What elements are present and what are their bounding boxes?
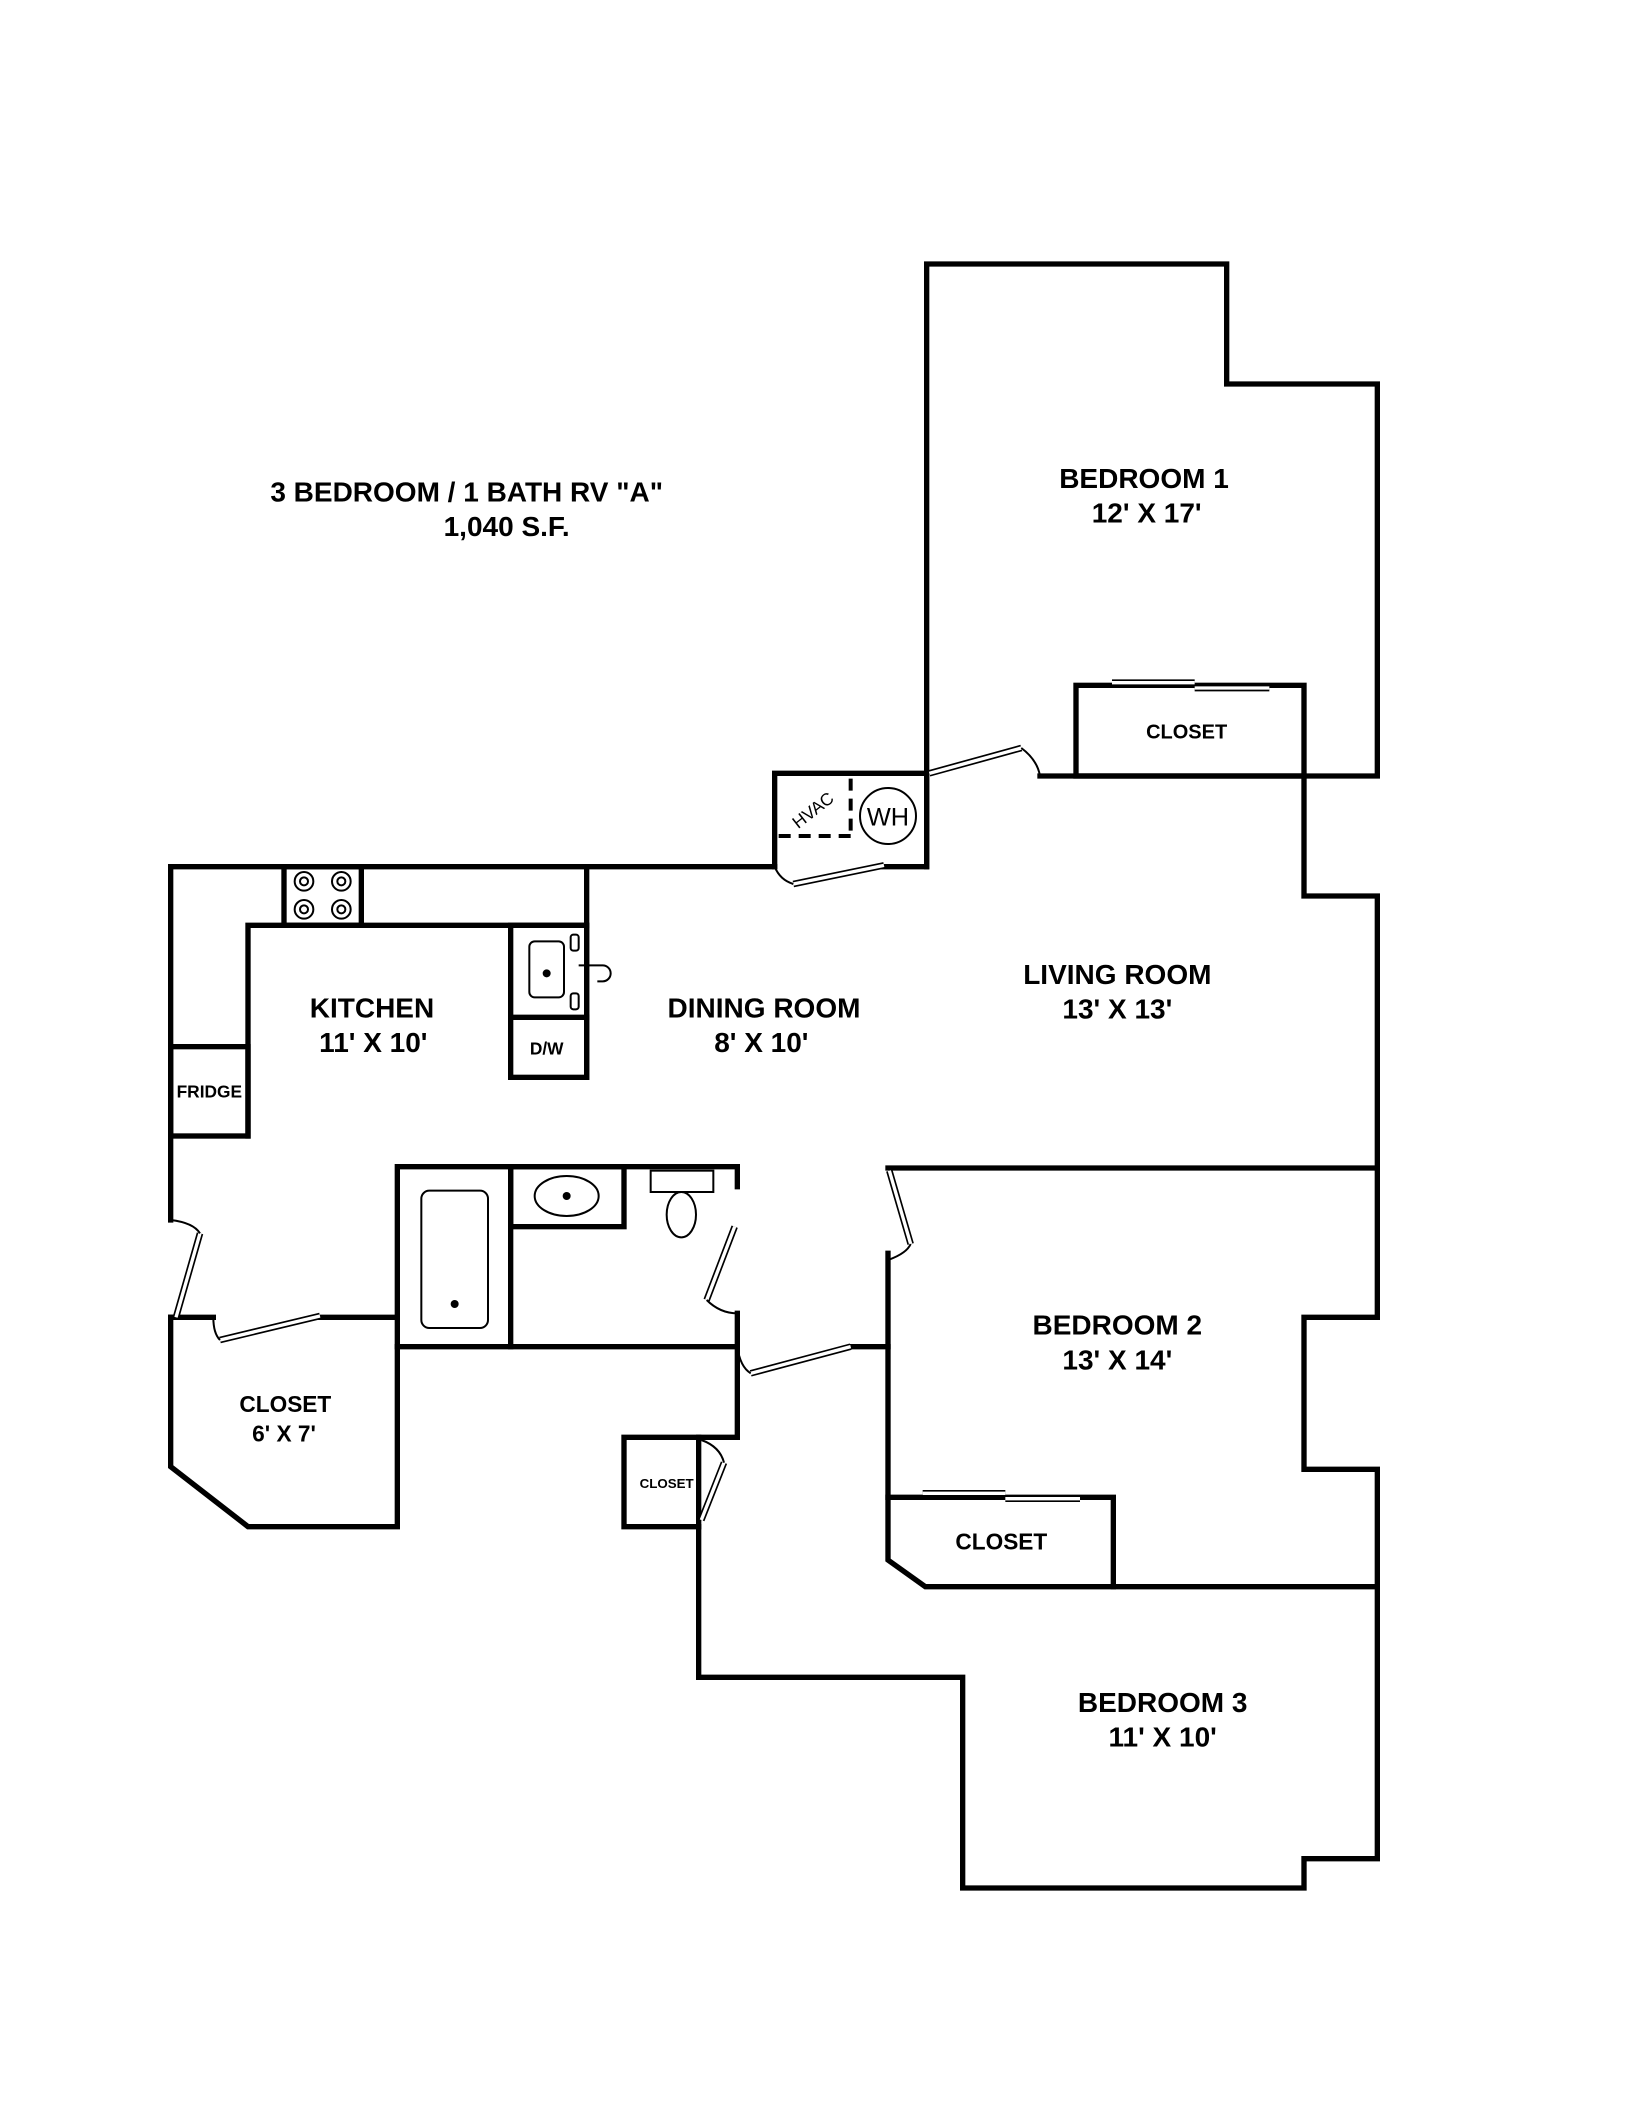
bath-sink-icon xyxy=(533,1175,600,1217)
hall-closet-label: CLOSET xyxy=(640,1476,694,1491)
bedroom1-closet-label: CLOSET xyxy=(1146,722,1227,744)
hvac-label: HVAC xyxy=(788,788,837,833)
dishwasher-label: D/W xyxy=(530,1039,564,1059)
bedroom3-label: BEDROOM 3 xyxy=(1078,1687,1248,1718)
living-room-size: 13' X 13' xyxy=(1062,994,1172,1025)
toilet-tank xyxy=(649,1169,715,1193)
labels: 3 BEDROOM / 1 BATH RV "A" 1,040 S.F. BED… xyxy=(177,463,1248,1753)
plan-title: 3 BEDROOM / 1 BATH RV "A" xyxy=(270,476,663,507)
closet-6x7-size: 6' X 7' xyxy=(252,1420,316,1446)
closet-6x7-label: CLOSET xyxy=(239,1391,331,1417)
kitchen-size: 11' X 10' xyxy=(319,1027,427,1058)
bedroom1-label: BEDROOM 1 xyxy=(1059,463,1229,494)
bedroom2-closet-label: CLOSET xyxy=(955,1528,1047,1554)
bath-sink-cabinet xyxy=(507,1163,627,1230)
fridge-label: FRIDGE xyxy=(177,1081,242,1101)
water-heater-icon xyxy=(859,787,917,845)
kitchen-label: KITCHEN xyxy=(310,992,434,1023)
living-room-label: LIVING ROOM xyxy=(1023,959,1211,990)
bedroom1-size: 12' X 17' xyxy=(1092,498,1202,529)
bathtub xyxy=(420,1189,489,1329)
kitchen-sink-icon xyxy=(528,933,612,1011)
fridge xyxy=(168,1044,251,1139)
walls xyxy=(168,261,1380,1891)
plan-area: 1,040 S.F. xyxy=(444,511,570,542)
sink-cabinet xyxy=(507,922,590,1080)
dining-room-size: 8' X 10' xyxy=(714,1027,808,1058)
doors xyxy=(170,679,1270,1522)
bedroom2-label: BEDROOM 2 xyxy=(1033,1310,1203,1341)
water-heater-label: WH xyxy=(867,803,909,831)
bedroom3-size: 11' X 10' xyxy=(1109,1722,1217,1753)
toilet-icon xyxy=(665,1190,697,1239)
stove xyxy=(281,864,364,928)
dining-room-label: DINING ROOM xyxy=(668,992,861,1023)
stove-burners-icon xyxy=(293,870,352,920)
bedroom2-size: 13' X 14' xyxy=(1062,1344,1172,1375)
